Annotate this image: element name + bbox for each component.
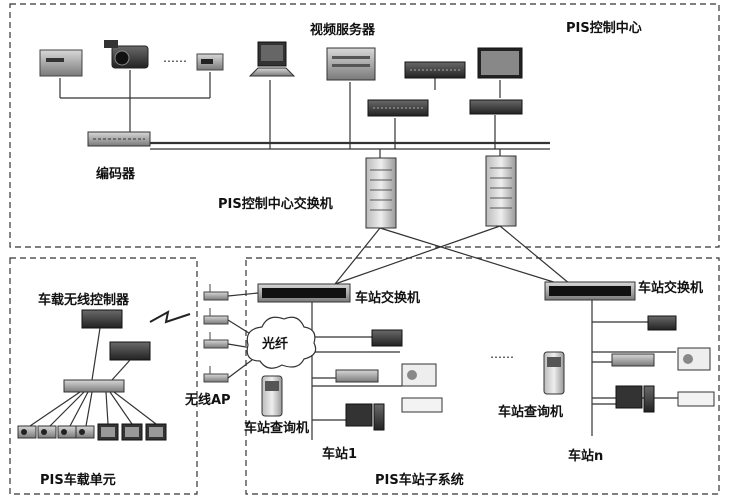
station-1-display-1 — [401, 363, 437, 387]
camcorder-device — [104, 40, 149, 69]
network-appliance — [469, 99, 523, 115]
station-subsystem-title: PIS车站子系统 — [375, 472, 464, 488]
onboard-controller-2 — [109, 341, 151, 361]
monitor-icon — [97, 423, 119, 441]
trunk-links — [334, 225, 571, 285]
control-center-region — [9, 3, 720, 248]
wireless-ap-label: 无线AP — [184, 392, 231, 408]
computer-terminal — [248, 41, 296, 77]
ellipsis-mid: …… — [490, 347, 514, 361]
onboard-unit-title: PIS车载单元 — [40, 472, 116, 488]
station-n-rack — [611, 353, 655, 367]
station-n-computer — [615, 385, 655, 413]
fiber-cloud — [246, 316, 317, 369]
monitor-icon — [145, 423, 167, 441]
onboard-wiring — [29, 327, 157, 427]
onboard-cameras — [17, 425, 95, 439]
video-server-label: 视频服务器 — [310, 22, 376, 38]
camera-icon — [75, 425, 95, 439]
wireless-ap-icon — [203, 366, 229, 383]
wireless-ap-icon — [203, 308, 229, 325]
center-switch-label: PIS控制中心交换机 — [218, 196, 333, 212]
center-switch-1 — [365, 157, 397, 229]
camera-icon — [37, 425, 57, 439]
wireless-signal-icon — [149, 310, 191, 324]
station-n-label: 车站n — [568, 448, 603, 464]
rack-server-1 — [404, 61, 466, 79]
rack-server-2 — [367, 99, 429, 117]
monitor-icon — [121, 423, 143, 441]
station-1-kiosk — [261, 375, 283, 417]
onboard-controller-label: 车载无线控制器 — [38, 292, 130, 308]
station-subsystem-region — [245, 257, 720, 495]
lcd-monitor — [477, 47, 523, 79]
station-1-switch-label: 车站交换机 — [355, 290, 420, 306]
control-center-wiring — [59, 70, 550, 160]
fiber-label: 光纤 — [261, 336, 288, 352]
wireless-ap-icon — [203, 332, 229, 349]
video-server-main — [326, 47, 376, 81]
onboard-controller-1 — [81, 309, 123, 329]
camera-icon — [17, 425, 37, 439]
station-n-encoder — [647, 315, 677, 331]
station-n-kiosk — [543, 351, 565, 395]
station-1-label: 车站1 — [322, 446, 357, 462]
center-switch-2 — [485, 155, 517, 227]
station-1-wiring — [311, 302, 402, 440]
onboard-unit-region — [9, 257, 198, 495]
station-n-switch — [544, 281, 636, 301]
vcr-device — [39, 49, 83, 77]
camera-icon — [57, 425, 77, 439]
station-1-kiosk-label: 车站查询机 — [244, 420, 309, 436]
station-1-encoder — [371, 329, 403, 347]
station-1-computer — [345, 403, 385, 431]
station-n-kiosk-label: 车站查询机 — [498, 404, 563, 420]
control-center-title: PIS控制中心 — [566, 20, 642, 36]
ellipsis-top: …… — [163, 51, 187, 65]
encoder-label: 编码器 — [96, 166, 136, 182]
encoder-device — [87, 131, 151, 147]
station-n-switch-label: 车站交换机 — [638, 280, 703, 296]
station-1-display-2 — [401, 397, 443, 413]
station-n-display-1 — [677, 347, 711, 371]
station-1-rack — [335, 369, 379, 383]
station-n-display-2 — [677, 391, 715, 407]
wireless-ap-icon — [203, 284, 229, 301]
onboard-switch — [63, 379, 125, 393]
recorder-device — [196, 53, 224, 71]
onboard-monitors — [97, 423, 167, 441]
station-1-switch — [257, 283, 351, 303]
